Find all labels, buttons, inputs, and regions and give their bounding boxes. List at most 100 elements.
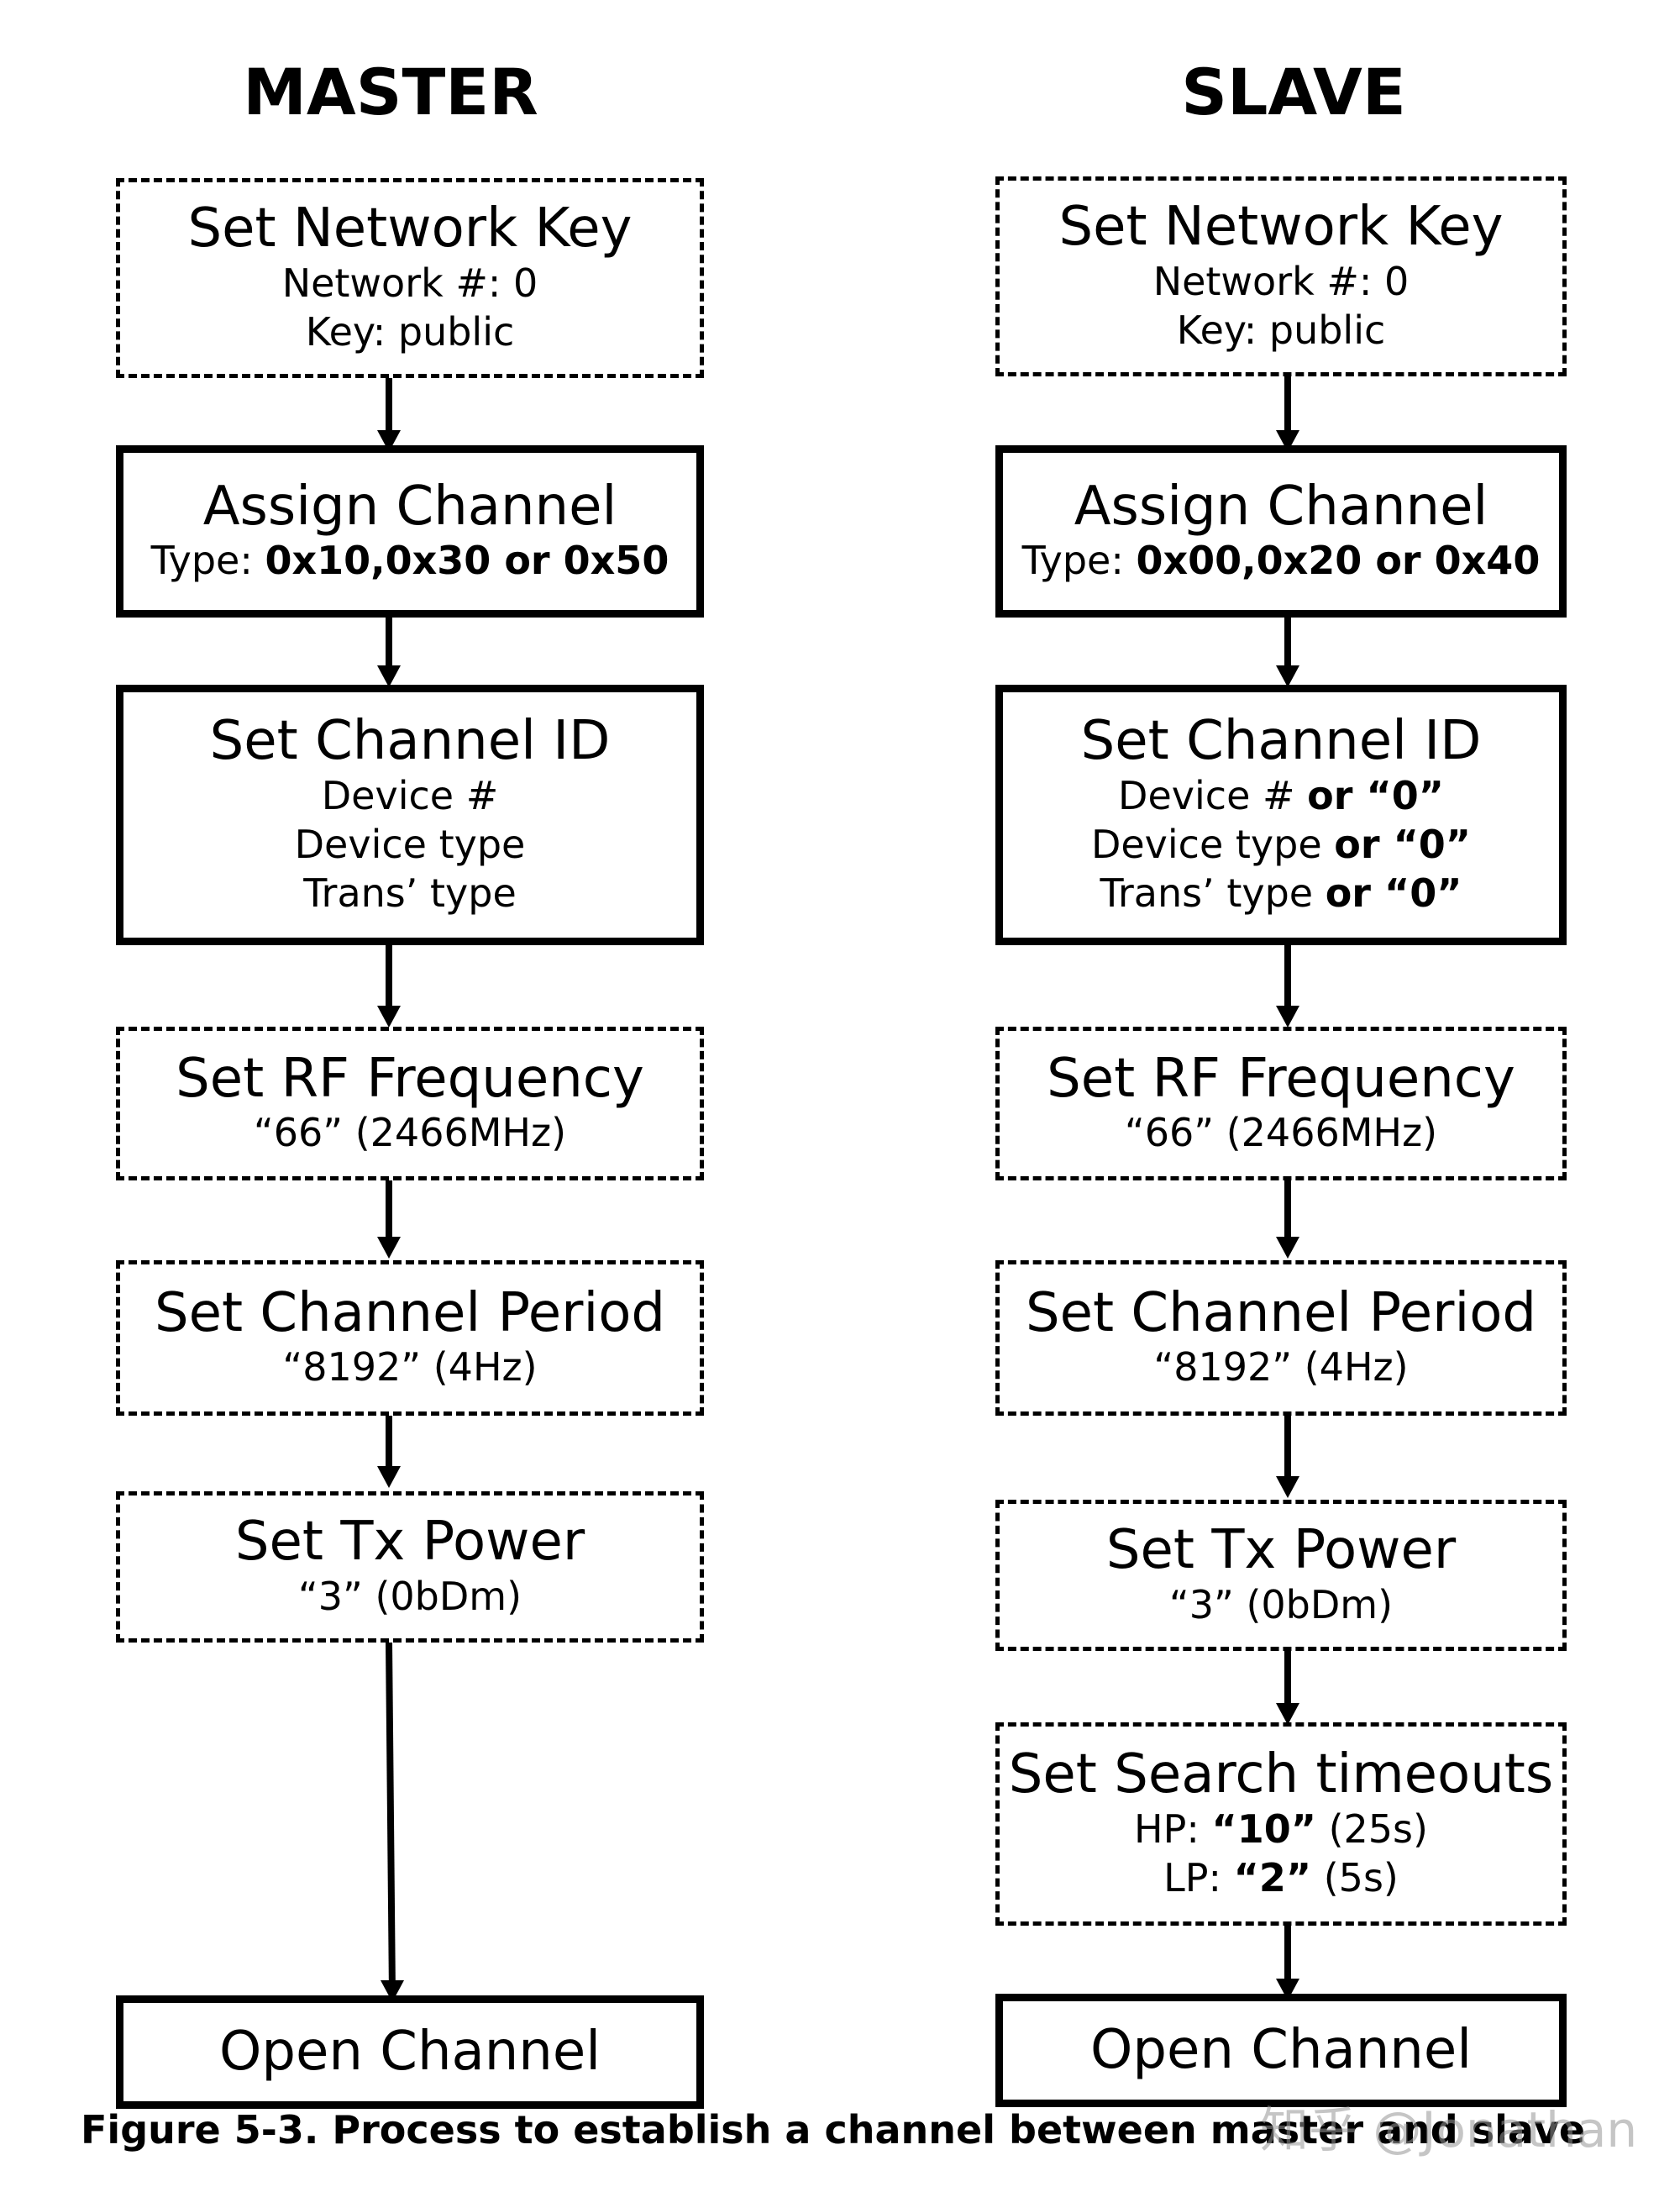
arrow [386, 1642, 396, 1996]
step-detail-line: HP: “10” (25s) [1134, 1806, 1428, 1854]
detail-text: Type: [150, 538, 265, 584]
detail-value: “10” [1211, 1806, 1316, 1852]
step-detail-line: “66” (2466MHz) [254, 1109, 566, 1158]
arrowhead [377, 1466, 401, 1488]
detail-value: or “0” [1307, 772, 1444, 818]
step-detail-line: Key: public [306, 308, 515, 357]
detail-text: “66” (2466MHz) [253, 1110, 567, 1156]
arrowhead [377, 1006, 401, 1028]
step-detail-line: Device type or “0” [1091, 821, 1471, 870]
arrowhead [1276, 1006, 1299, 1028]
detail-value: 0x10,0x30 or 0x50 [265, 538, 669, 584]
arrowhead [1276, 430, 1299, 452]
detail-text: Type: [1021, 538, 1137, 584]
step-detail-line: Type: 0x10,0x30 or 0x50 [151, 537, 669, 586]
master-step-open-channel: Open Channel [116, 1995, 704, 2109]
step-title: Open Channel [218, 2020, 601, 2083]
step-detail-line: Trans’ type or “0” [1100, 870, 1462, 918]
detail-text: Key: public [305, 308, 515, 355]
arrowhead [381, 1980, 404, 2002]
step-title: Set Tx Power [234, 1511, 585, 1574]
detail-text: “8192” (4Hz) [1153, 1344, 1409, 1390]
arrowhead [1276, 1979, 1299, 2000]
step-title: Set Channel Period [154, 1281, 666, 1344]
step-detail-line: “66” (2466MHz) [1125, 1109, 1437, 1158]
detail-text: “3” (0bDm) [1168, 1581, 1394, 1627]
watermark: 知乎 @Jonathan [1260, 2101, 1638, 2158]
step-title: Assign Channel [1074, 475, 1488, 538]
step-title: Set Channel ID [209, 710, 611, 773]
arrowhead [377, 430, 401, 452]
step-detail-line: “8192” (4Hz) [1153, 1343, 1408, 1392]
detail-text: Device type [294, 821, 526, 867]
detail-value: or “0” [1334, 821, 1472, 867]
step-title: Set Network Key [187, 197, 633, 260]
step-title: Set Search timeouts [1008, 1743, 1554, 1806]
step-title: Set RF Frequency [1047, 1047, 1515, 1110]
step-detail-line: Type: 0x00,0x20 or 0x40 [1022, 537, 1541, 586]
detail-text: Device # [1118, 772, 1308, 818]
step-title: Set Network Key [1058, 196, 1504, 259]
slave-step-set-tx-power: Set Tx Power“3” (0bDm) [995, 1500, 1567, 1651]
slave-step-open-channel: Open Channel [995, 1994, 1567, 2107]
step-detail-line: Key: public [1177, 307, 1386, 355]
master-step-set-tx-power: Set Tx Power“3” (0bDm) [116, 1491, 704, 1643]
step-title: Assign Channel [202, 475, 617, 538]
detail-text: (25s) [1315, 1806, 1428, 1852]
detail-text: Network #: 0 [1152, 258, 1410, 304]
detail-text: “3” (0bDm) [297, 1573, 522, 1619]
master-heading: MASTER [243, 55, 538, 129]
detail-text: “66” (2466MHz) [1124, 1110, 1438, 1156]
detail-text: HP: [1134, 1806, 1212, 1852]
step-detail-line: LP: “2” (5s) [1163, 1854, 1399, 1903]
arrowhead [377, 1237, 401, 1259]
detail-text: LP: [1163, 1854, 1234, 1900]
detail-text: Device type [1090, 821, 1335, 867]
step-detail-line: “3” (0bDm) [298, 1573, 522, 1622]
slave-arrows [1276, 376, 1299, 2000]
detail-text: “8192” (4Hz) [282, 1344, 538, 1390]
step-detail-line: “3” (0bDm) [1169, 1581, 1393, 1630]
detail-value: or “0” [1325, 870, 1462, 916]
slave-heading: SLAVE [1181, 55, 1406, 129]
arrowhead [1276, 1703, 1299, 1725]
step-detail-line: Network #: 0 [282, 260, 538, 308]
step-title: Set RF Frequency [176, 1047, 644, 1110]
slave-step-set-channel-period: Set Channel Period“8192” (4Hz) [995, 1260, 1567, 1416]
step-detail-line: Trans’ type [303, 870, 517, 918]
arrowhead [1276, 1237, 1299, 1259]
step-detail-line: Device type [295, 821, 526, 870]
detail-text: Trans’ type [303, 870, 517, 916]
figure-caption: Figure 5-3. Process to establish a chann… [81, 2107, 1586, 2153]
master-step-set-rf-frequency: Set RF Frequency“66” (2466MHz) [116, 1027, 704, 1180]
detail-text: Device # [321, 772, 499, 818]
master-arrows [377, 378, 404, 2002]
master-step-set-channel-period: Set Channel Period“8192” (4Hz) [116, 1260, 704, 1416]
step-detail-line: “8192” (4Hz) [282, 1343, 537, 1392]
step-detail-line: Device # or “0” [1118, 772, 1444, 821]
step-title: Set Channel ID [1080, 710, 1482, 773]
step-title: Set Channel Period [1025, 1281, 1537, 1344]
detail-text: Network #: 0 [281, 260, 538, 306]
arrowhead [1276, 1476, 1299, 1498]
step-detail-line: Device # [322, 772, 498, 821]
detail-text: Trans’ type [1100, 870, 1326, 916]
step-title: Set Tx Power [1105, 1519, 1457, 1582]
slave-step-set-rf-frequency: Set RF Frequency“66” (2466MHz) [995, 1027, 1567, 1180]
step-detail-line: Network #: 0 [1153, 258, 1410, 307]
step-title: Open Channel [1089, 2018, 1473, 2081]
detail-value: 0x00,0x20 or 0x40 [1136, 538, 1541, 584]
detail-text: Key: public [1176, 307, 1386, 353]
arrowhead [377, 665, 401, 687]
detail-value: “2” [1233, 1854, 1312, 1900]
arrowhead [1276, 665, 1299, 687]
detail-text: (5s) [1311, 1854, 1399, 1900]
